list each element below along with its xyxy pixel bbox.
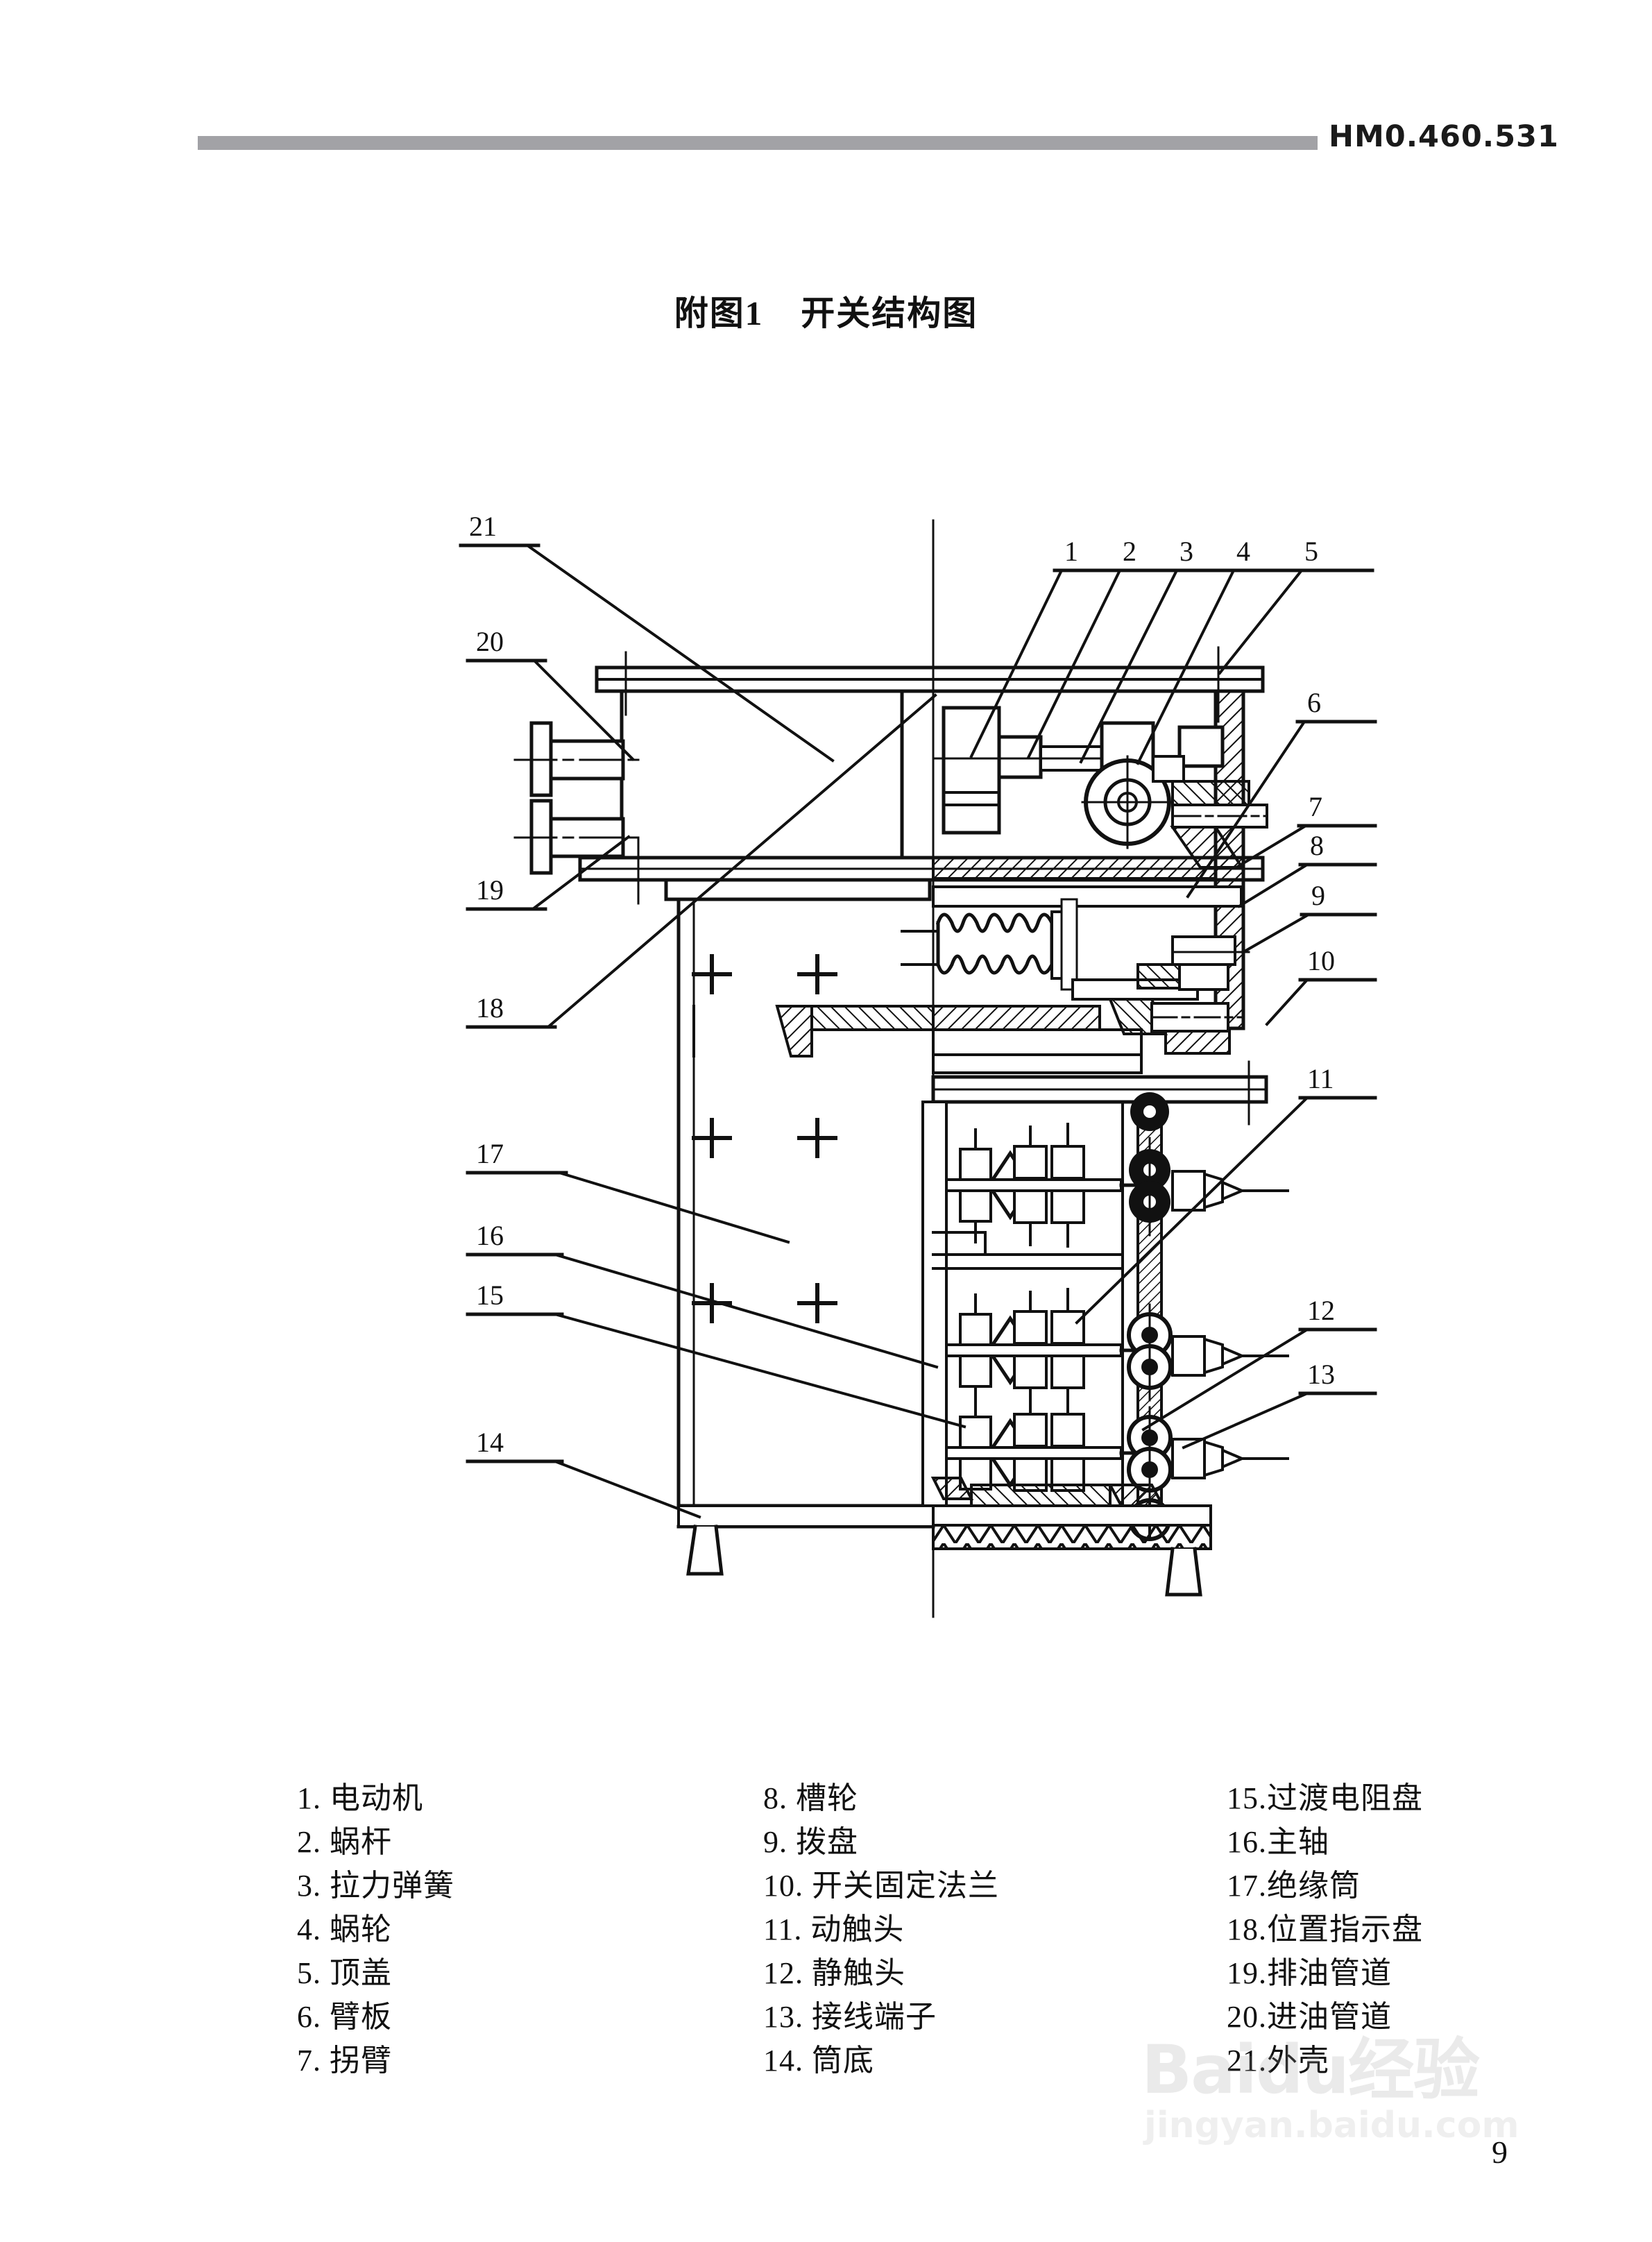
callout-8: 8 [1310,830,1324,861]
legend-item-number: 19. [1227,1956,1267,1990]
legend-item: 15.过渡电阻盘 [1227,1776,1423,1820]
figure-title: 附图1 开关结构图 [0,286,1652,335]
callout-10: 10 [1307,945,1335,976]
legend-item-number: 13. [763,2000,803,2034]
header-rule [198,136,1318,150]
legend-item-label: 动触头 [810,1912,905,1946]
legend-item-number: 16. [1227,1825,1267,1859]
callout-20: 20 [476,626,504,657]
figure-number: 附图1 [674,294,764,332]
legend-item: 7. 拐臂 [297,2039,454,2082]
legend-item: 11. 动触头 [763,1908,999,1951]
callout-12: 12 [1307,1295,1335,1326]
callout-14: 14 [476,1427,504,1458]
legend-item-number: 18. [1227,1912,1267,1946]
legend-item-label: 蜗轮 [330,1912,392,1946]
legend-item-label: 主轴 [1267,1825,1329,1859]
legend-item-label: 拐臂 [330,2044,392,2078]
figure-title-text: 开关结构图 [801,294,978,332]
callout-18: 18 [476,992,504,1024]
legend-item: 4. 蜗轮 [297,1908,454,1951]
legend-item: 3. 拉力弹簧 [297,1864,454,1908]
legend-item: 14. 筒底 [763,2039,999,2082]
callout-6: 6 [1307,687,1321,718]
legend-item: 8. 槽轮 [763,1776,999,1820]
page-number: 9 [1492,2134,1508,2170]
legend-item: 5. 顶盖 [297,1951,454,1995]
callout-19: 19 [476,874,504,906]
legend-item-label: 顶盖 [330,1956,392,1990]
legend-item-number: 8. [763,1781,787,1815]
callout-9: 9 [1311,880,1325,911]
legend-item-number: 20. [1227,2000,1267,2034]
legend-item-number: 11. [763,1912,803,1946]
legend-item: 19.排油管道 [1227,1951,1423,1995]
legend-item: 9. 拨盘 [763,1820,999,1864]
legend-item-label: 排油管道 [1267,1956,1392,1990]
callout-7: 7 [1309,791,1322,822]
legend-item: 13. 接线端子 [763,1995,999,2039]
legend-item-label: 槽轮 [796,1781,858,1815]
legend-item: 6. 臂板 [297,1995,454,2039]
legend-item-number: 10. [763,1869,803,1903]
legend-item-number: 2. [297,1825,321,1859]
callout-1: 1 [1064,536,1078,567]
legend-item-number: 5. [297,1956,321,1990]
legend-item: 20.进油管道 [1227,1995,1423,2039]
callout-15: 15 [476,1280,504,1311]
legend-column-2: 8. 槽轮 9. 拨盘 10. 开关固定法兰 11. 动触头 12. 静触头 1… [763,1776,999,2082]
legend-item-label: 过渡电阻盘 [1267,1781,1423,1815]
legend-item-number: 1. [297,1781,321,1815]
legend-item-number: 17. [1227,1869,1267,1903]
page-header: HM0.460.531 [0,0,1652,180]
legend-item: 18.位置指示盘 [1227,1908,1423,1951]
parts-legend: 1. 电动机 2. 蜗杆 3. 拉力弹簧 4. 蜗轮 5. 顶盖 6. 臂板 7… [0,1776,1652,2123]
legend-item-number: 14. [763,2044,803,2078]
legend-item-label: 接线端子 [812,2000,937,2034]
legend-item-label: 绝缘筒 [1267,1869,1361,1903]
legend-item: 10. 开关固定法兰 [763,1864,999,1908]
legend-item-label: 静触头 [812,1956,905,1990]
callout-3: 3 [1180,536,1193,567]
legend-item-number: 7. [297,2044,321,2078]
legend-item-label: 拉力弹簧 [330,1869,454,1903]
legend-item-number: 15. [1227,1781,1267,1815]
legend-item-label: 臂板 [330,2000,392,2034]
callout-17: 17 [476,1138,504,1169]
callout-11: 11 [1307,1063,1334,1094]
legend-item-label: 位置指示盘 [1267,1912,1423,1946]
legend-item-number: 21. [1227,2044,1267,2078]
legend-item-label: 电动机 [330,1781,423,1815]
callout-2: 2 [1123,536,1136,567]
legend-item-number: 9. [763,1825,787,1859]
legend-item-label: 外壳 [1267,2044,1329,2078]
callout-5: 5 [1304,536,1318,567]
legend-column-1: 1. 电动机 2. 蜗杆 3. 拉力弹簧 4. 蜗轮 5. 顶盖 6. 臂板 7… [297,1776,454,2082]
legend-item-number: 6. [297,2000,321,2034]
legend-item-label: 蜗杆 [330,1825,392,1859]
callout-21: 21 [469,511,497,542]
legend-item-label: 拨盘 [796,1825,858,1859]
legend-column-3: 15.过渡电阻盘 16.主轴 17.绝缘筒 18.位置指示盘 19.排油管道 2… [1227,1776,1423,2082]
legend-item-number: 3. [297,1869,321,1903]
legend-item: 16.主轴 [1227,1820,1423,1864]
legend-item-label: 开关固定法兰 [812,1869,999,1903]
legend-item-label: 进油管道 [1267,2000,1392,2034]
legend-item: 2. 蜗杆 [297,1820,454,1864]
callout-4: 4 [1236,536,1250,567]
callout-16: 16 [476,1220,504,1251]
legend-item-label: 筒底 [812,2044,874,2078]
legend-item: 1. 电动机 [297,1776,454,1820]
legend-item-number: 4. [297,1912,321,1946]
switch-structure-drawing: 21 20 19 18 17 16 15 14 1 2 3 4 5 6 7 8 … [0,479,1652,1728]
callout-13: 13 [1307,1359,1335,1390]
document-code: HM0.460.531 [1329,119,1559,154]
legend-item-number: 12. [763,1956,803,1990]
legend-item: 17.绝缘筒 [1227,1864,1423,1908]
legend-item: 12. 静触头 [763,1951,999,1995]
legend-item: 21.外壳 [1227,2039,1423,2082]
